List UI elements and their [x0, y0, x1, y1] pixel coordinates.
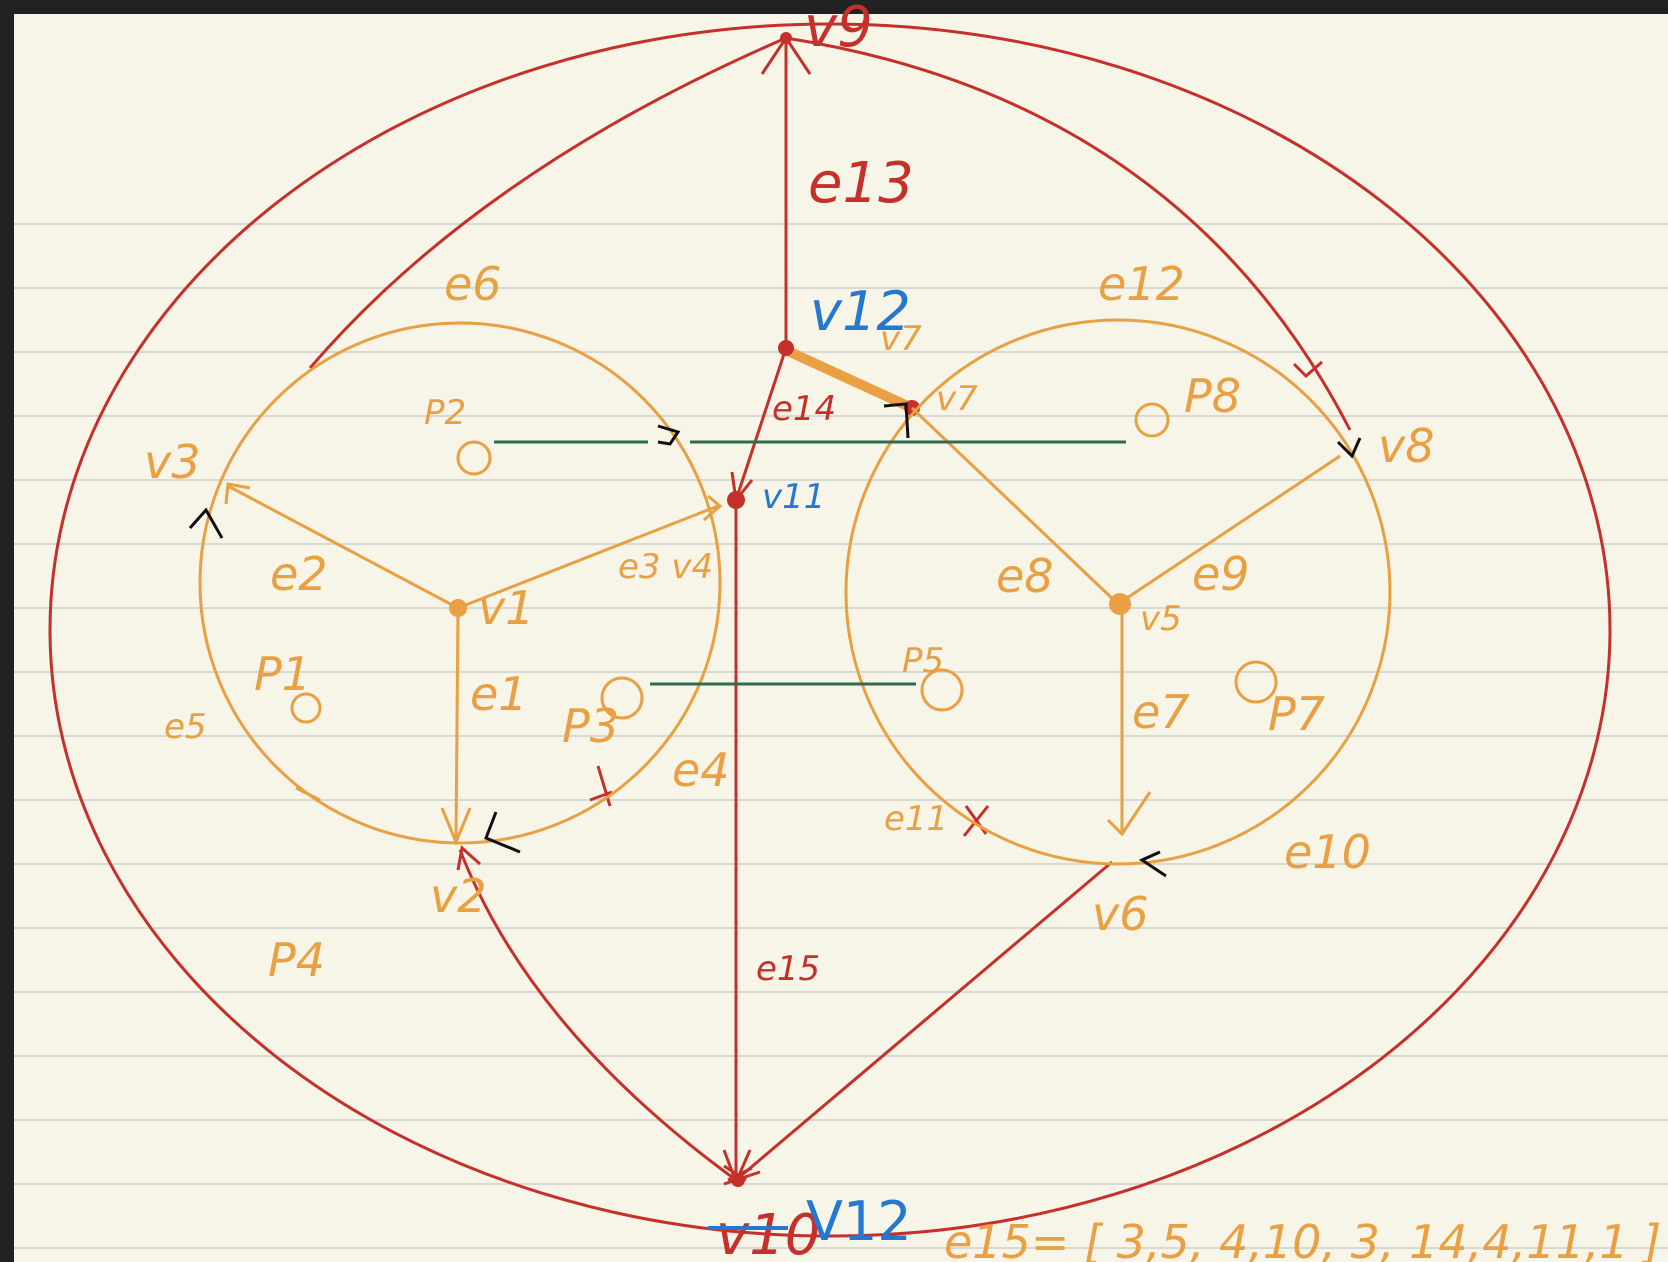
label-v8: v8 [1378, 419, 1435, 473]
window-frame-left [0, 0, 14, 1262]
edge-right-arc [785, 36, 1352, 431]
label-p3: P3 [562, 699, 619, 753]
face-p3-dot [600, 676, 644, 720]
label-v5: v5 [1140, 599, 1182, 639]
face-p8-dot [1134, 402, 1170, 438]
label-e3v4: e3 v4 [618, 547, 713, 587]
face-p5-dot [920, 668, 964, 712]
cross-mark-left [589, 765, 613, 807]
right-circle [844, 318, 1392, 866]
mark-v6 [1138, 850, 1167, 878]
orange-structure [198, 318, 1392, 866]
vertex-v9 [780, 32, 792, 44]
edge-e14 [734, 347, 788, 501]
vertex-v1 [449, 599, 467, 617]
label-e10: e10 [1284, 825, 1371, 879]
highlight-edge [785, 347, 917, 413]
label-e9: e9 [1192, 547, 1250, 601]
mark-v8 [1336, 437, 1362, 459]
label-p7: P7 [1268, 687, 1325, 741]
mark-upper [657, 424, 681, 446]
label-v11: v11 [762, 477, 825, 517]
left-circle [198, 321, 722, 845]
vertex-v5 [1109, 593, 1131, 615]
edge-v10-v6 [735, 860, 1113, 1182]
edge-v10-v2 [458, 849, 737, 1182]
black-marks [188, 402, 1362, 878]
label-e8: e8 [996, 549, 1054, 603]
label-e11: e11 [884, 799, 948, 839]
vertex-v12-top [778, 340, 794, 356]
arrowhead-v2 [440, 807, 472, 846]
label-e13: e13 [808, 151, 914, 216]
edge-e9 [1117, 454, 1341, 606]
face-p7-dot [1234, 660, 1278, 704]
label-p1: P1 [254, 647, 311, 701]
label-v1: v1 [478, 581, 535, 635]
label-v7-small: v7 [880, 319, 922, 359]
label-e15: e15 [756, 949, 820, 989]
face-p1-dot [290, 692, 322, 724]
label-e1: e1 [470, 667, 528, 721]
label-e7: e7 [1132, 685, 1190, 739]
label-e6: e6 [444, 257, 502, 311]
arrowhead-v6 [1106, 791, 1152, 837]
orange-vertices [449, 593, 1131, 617]
label-v3: v3 [144, 435, 201, 489]
window-frame-top [0, 0, 1668, 14]
mark-v7 [883, 402, 910, 439]
label-v12-bottom: V12 [806, 1190, 912, 1253]
ruled-lines [14, 223, 1668, 1249]
edge-e3 [457, 504, 719, 610]
edge-left-arc [308, 36, 787, 369]
label-v2: v2 [430, 869, 487, 923]
label-v10-struck: v10 [716, 1203, 820, 1262]
arrowhead-right [1292, 360, 1323, 379]
label-sequence: e15= [ 3,5, 4,10, 3, 14,4,11,1 ] [944, 1215, 1661, 1262]
label-e4: e4 [672, 743, 730, 797]
mark-v2 [484, 811, 521, 854]
label-e12: e12 [1098, 257, 1185, 311]
label-e5: e5 [164, 707, 207, 747]
edge-e1 [454, 607, 460, 841]
mark-v3 [188, 507, 224, 539]
label-v7: v7 [936, 379, 978, 419]
green-edges [494, 440, 1126, 686]
label-p4: P4 [268, 933, 325, 987]
label-e2: e2 [270, 547, 328, 601]
arrowhead-v2 [456, 845, 481, 871]
label-p5: P5 [902, 641, 944, 681]
outer-ellipse [48, 22, 1612, 1238]
label-p2: P2 [424, 393, 466, 433]
tick-e5 [295, 786, 321, 802]
vertex-v11 [727, 491, 745, 509]
arrowhead-v3 [224, 482, 251, 505]
label-p8: P8 [1184, 369, 1241, 423]
label-v9: v9 [804, 0, 873, 60]
arrowhead-e3 [703, 494, 723, 522]
face-p2-dot [456, 440, 492, 476]
label-v12-top: v12 [810, 280, 911, 343]
label-v6: v6 [1092, 887, 1149, 941]
label-e14: e14 [772, 389, 836, 429]
vertex-v10 [731, 1173, 745, 1187]
edge-e2 [227, 484, 459, 610]
notebook-paper [14, 14, 1668, 1262]
